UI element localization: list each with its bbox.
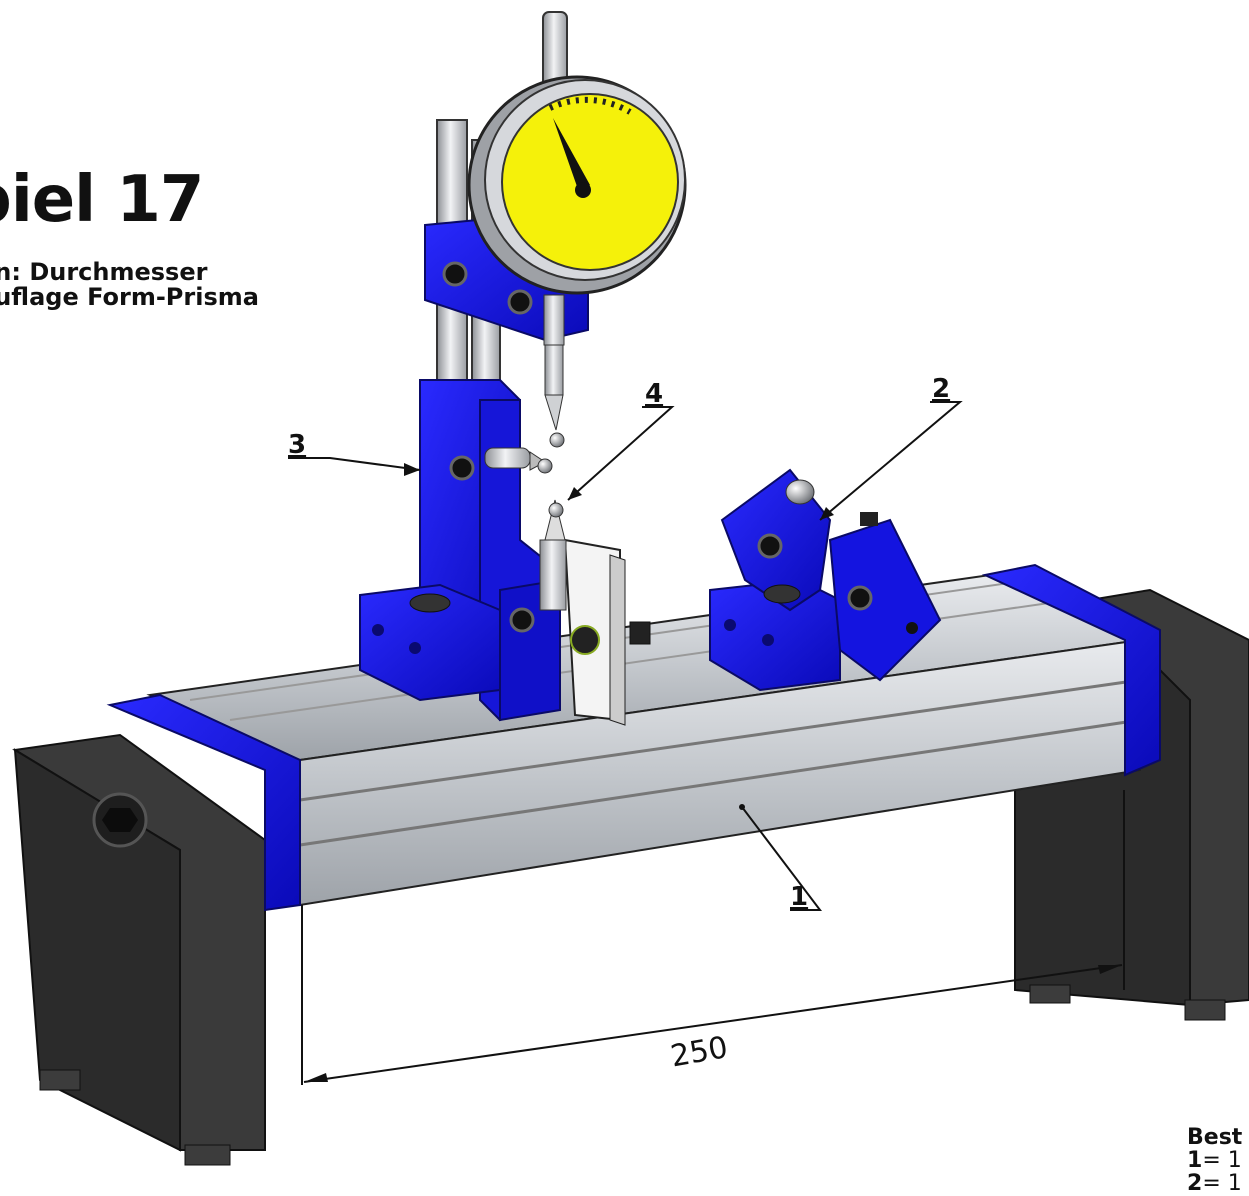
right-end-cap — [981, 563, 1161, 777]
left-foot — [12, 733, 266, 1166]
legend-heading: Best — [1187, 1125, 1243, 1150]
subtitle-line-1: en: Durchmesser — [0, 258, 208, 286]
legend-row-1: 1= 1 — [1187, 1148, 1242, 1174]
parts-legend: Best 1= 1 2= 1 — [1187, 1126, 1242, 1195]
dial-gauge — [467, 11, 687, 448]
legend-row-2: 2= 1 — [1187, 1171, 1242, 1196]
arrow-heads — [404, 463, 834, 810]
callout-3: 3 — [288, 430, 307, 460]
callout-4: 4 — [645, 379, 664, 409]
dimension-line — [301, 790, 1125, 1085]
subtitle-line-2: auflage Form-Prisma — [0, 283, 259, 312]
dimension-arrows — [304, 965, 1122, 1082]
callout-2: 2 — [932, 374, 951, 404]
page-subtitle: en: Durchmesser auflage Form-Prisma — [0, 258, 259, 312]
form-prism — [709, 468, 942, 692]
callout-1: 1 — [790, 882, 809, 912]
left-end-cap — [106, 693, 301, 912]
page-title: piel 17 — [0, 163, 204, 237]
leader-lines — [288, 401, 963, 911]
